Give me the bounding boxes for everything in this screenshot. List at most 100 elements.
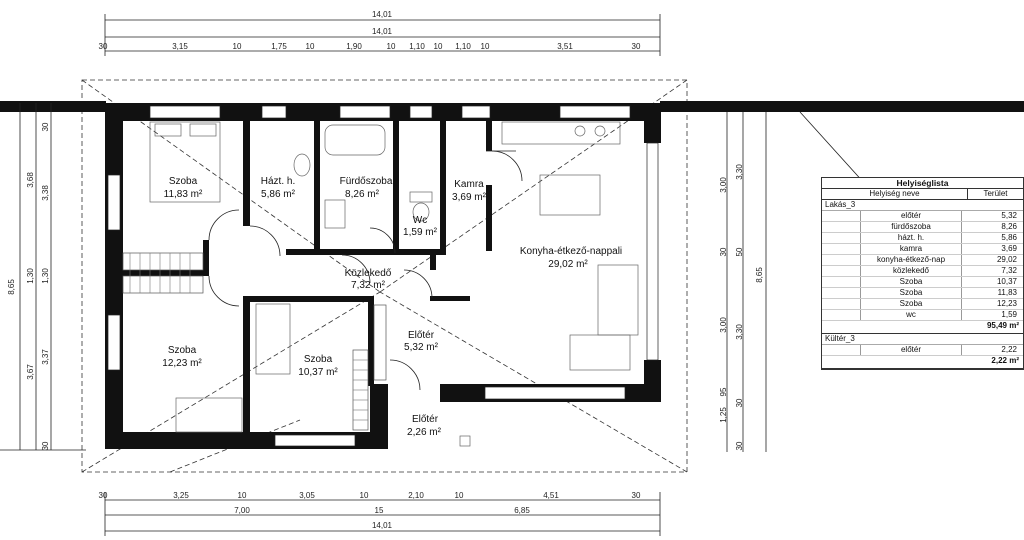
room-name: Szoba xyxy=(304,354,333,365)
room-name: Közlekedő xyxy=(345,268,392,279)
row-name: Szoba xyxy=(860,288,961,298)
dim-right: 30 xyxy=(735,441,744,450)
dim-segment: 1,10 xyxy=(409,42,425,51)
windows xyxy=(107,105,659,447)
bottom-dimensions: 30 3,25 10 3,05 10 2,10 10 4,51 30 7,00 … xyxy=(99,491,661,536)
row-area: 10,37 xyxy=(961,277,1023,287)
row-area: 7,32 xyxy=(961,266,1023,276)
doors xyxy=(208,150,523,391)
room-area: 5,86 m² xyxy=(261,189,296,200)
row-name: kamra xyxy=(860,244,961,254)
dim-left: 3,37 xyxy=(41,349,50,365)
dim-overall-top-2: 14,01 xyxy=(372,27,393,36)
dim-segment: 10 xyxy=(434,42,443,51)
dim-segment: 3,51 xyxy=(557,42,573,51)
row-area: 1,59 xyxy=(961,310,1023,320)
dim-segment: 2,10 xyxy=(408,491,424,500)
room-area: 1,59 m² xyxy=(403,227,438,238)
dim-segment: 10 xyxy=(455,491,464,500)
row-name: Szoba xyxy=(860,277,961,287)
row-area: 12,23 xyxy=(961,299,1023,309)
dim-left: 30 xyxy=(41,441,50,450)
dim-overall-bottom: 14,01 xyxy=(372,521,393,530)
schedule-title: Helyiséglista xyxy=(822,178,1023,189)
row-name: közlekedő xyxy=(860,266,961,276)
room-area: 11,83 m² xyxy=(164,189,203,200)
row-name: wc xyxy=(860,310,961,320)
schedule-group: Lakás_3 xyxy=(822,200,1023,211)
left-dimensions: 8,65 3,68 1,30 3,67 30 3,38 1,30 3,37 30 xyxy=(7,103,52,450)
room-area: 7,32 m² xyxy=(351,280,386,291)
dim-left: 3,67 xyxy=(26,364,35,380)
room-area: 10,37 m² xyxy=(298,367,338,378)
total-area: 95,49 m² xyxy=(986,321,1019,330)
top-dimensions: 14,01 14,01 30 3,15 10 1,75 10 1,90 10 1… xyxy=(99,10,661,56)
row-area: 5,32 xyxy=(961,211,1023,221)
room-name: Előtér xyxy=(412,414,439,425)
dim-right: 1,25 xyxy=(719,407,728,423)
table-row: házt. h.5,86 xyxy=(822,233,1023,244)
row-area: 11,83 xyxy=(961,288,1023,298)
dim-right: 3,30 xyxy=(735,164,744,180)
dim-segment: 4,51 xyxy=(543,491,559,500)
right-dimensions: 8,65 3,00 30 3,00 95 1,25 3,30 50 3,30 3… xyxy=(719,112,767,452)
row-area: 5,86 xyxy=(961,233,1023,243)
schedule-total: 2,22 m² xyxy=(822,356,1023,369)
dim-segment: 10 xyxy=(360,491,369,500)
dim-right: 50 xyxy=(735,247,744,256)
room-name: Házt. h. xyxy=(261,176,295,187)
dim-segment: 10 xyxy=(387,42,396,51)
room-name: Szoba xyxy=(169,176,198,187)
total-area: 2,22 m² xyxy=(991,356,1019,365)
row-name: előtér xyxy=(860,345,961,355)
dim-segment: 1,10 xyxy=(455,42,471,51)
dim-left: 3,68 xyxy=(26,172,35,188)
dim-sub: 7,00 xyxy=(234,506,250,515)
dim-right-overall: 8,65 xyxy=(755,267,764,283)
dim-right: 30 xyxy=(735,398,744,407)
dim-left: 1,30 xyxy=(41,268,50,284)
dim-overall-top-1: 14,01 xyxy=(372,10,393,19)
header-area: Terület xyxy=(967,189,1023,199)
dim-segment: 10 xyxy=(238,491,247,500)
dim-segment: 30 xyxy=(632,491,641,500)
dim-right: 3,30 xyxy=(735,324,744,340)
header-name: Helyiség neve xyxy=(869,189,920,198)
dim-segment: 30 xyxy=(632,42,641,51)
room-name: Szoba xyxy=(168,345,197,356)
dim-left: 3,38 xyxy=(41,185,50,201)
row-area: 8,26 xyxy=(961,222,1023,232)
room-name: Előtér xyxy=(408,330,435,341)
dim-left-overall: 8,65 xyxy=(7,279,16,295)
room-area: 5,32 m² xyxy=(404,342,439,353)
row-area: 29,02 xyxy=(961,255,1023,265)
room-name: Wc xyxy=(413,215,427,226)
dim-segment: 10 xyxy=(481,42,490,51)
schedule-total: 95,49 m² xyxy=(822,321,1023,334)
room-area: 12,23 m² xyxy=(162,358,202,369)
row-area: 3,69 xyxy=(961,244,1023,254)
room-name: Fürdőszoba xyxy=(340,176,393,187)
schedule-group: Kültér_3 xyxy=(822,334,1023,345)
row-name: Szoba xyxy=(860,299,961,309)
dim-segment: 30 xyxy=(99,491,108,500)
room-name: Kamra xyxy=(454,179,484,190)
room-schedule-table: Helyiséglista Helyiség neve Terület Laká… xyxy=(821,177,1024,370)
furniture xyxy=(149,121,639,447)
room-labels: Szoba 11,83 m² Házt. h. 5,86 m² Fürdőszo… xyxy=(162,176,622,438)
dim-right: 95 xyxy=(719,387,728,396)
dim-segment: 10 xyxy=(233,42,242,51)
room-area: 2,26 m² xyxy=(407,427,442,438)
dim-segment: 30 xyxy=(99,42,108,51)
row-name: előtér xyxy=(860,211,961,221)
dim-right: 3,00 xyxy=(719,177,728,193)
